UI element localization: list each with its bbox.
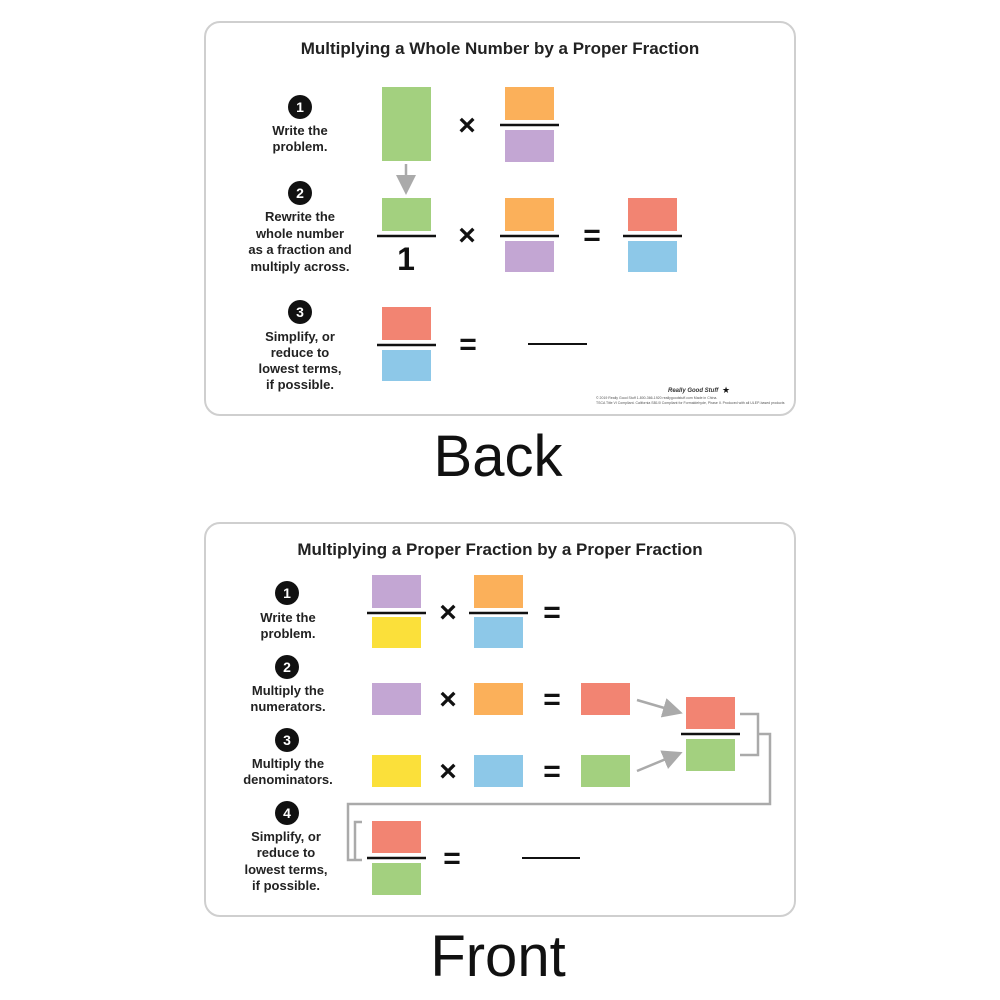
label-text: Rewrite the xyxy=(265,209,335,224)
denominator-box xyxy=(505,241,554,272)
back-step-1: 1 Write the problem. xyxy=(272,95,328,154)
bracket-connector xyxy=(346,732,772,862)
front-step-2: 2 Multiply the numerators. xyxy=(250,655,326,714)
label-text: × xyxy=(439,755,457,788)
color-box xyxy=(686,739,735,771)
equals-sign: = xyxy=(583,219,601,252)
brand-logo: Really Good Stuff xyxy=(668,388,719,394)
label-text: Multiply the xyxy=(252,683,324,698)
color-box xyxy=(581,755,630,787)
color-box xyxy=(581,683,630,715)
label-text: = xyxy=(543,755,561,788)
label-text: denominators. xyxy=(243,772,333,787)
color-box xyxy=(372,617,421,648)
numerator-box xyxy=(628,198,677,231)
label-text: = xyxy=(543,683,561,716)
label-text: Write the xyxy=(260,610,315,625)
label-text: = xyxy=(459,328,477,361)
label-text: problem. xyxy=(261,626,316,641)
label-text: 3 xyxy=(296,304,304,320)
fine-print: TSCA Title VI Compliant. California SB1/… xyxy=(596,401,785,405)
front-card: Multiplying a Proper Fraction by a Prope… xyxy=(204,522,796,917)
color-box xyxy=(372,863,421,895)
front-step-4: 4 Simplify, or reduce to lowest terms, i… xyxy=(244,801,328,893)
label-text: reduce to xyxy=(257,845,316,860)
denominator-box xyxy=(628,241,677,272)
label-text: × xyxy=(439,596,457,629)
label-text: Multiply the xyxy=(252,756,324,771)
label-text: 2 xyxy=(296,185,304,201)
step-number-badge xyxy=(288,300,312,324)
label-text: as a fraction and xyxy=(248,242,351,257)
denominator-box xyxy=(382,350,431,381)
color-box xyxy=(474,575,523,608)
label-text: whole number xyxy=(255,226,344,241)
color-box xyxy=(204,522,796,917)
label-text: Write the xyxy=(272,123,327,138)
label-text: Simplify, or xyxy=(251,829,321,844)
color-box xyxy=(372,821,421,853)
label-text: problem. xyxy=(273,139,328,154)
step-number-badge xyxy=(288,95,312,119)
label-text: = xyxy=(443,842,461,875)
label-text: 2 xyxy=(283,659,291,675)
back-card: Multiplying a Whole Number by a Proper F… xyxy=(204,21,796,416)
step-number-badge xyxy=(288,181,312,205)
label-text: multiply across. xyxy=(251,259,350,274)
back-step-3: 3 Simplify, or reduce to lowest terms, i… xyxy=(258,300,342,392)
color-box xyxy=(474,683,523,715)
step-number-badge xyxy=(275,581,299,605)
color-box xyxy=(686,697,735,729)
front-step-3: 3 Multiply the denominators. xyxy=(243,728,333,787)
label-text: 3 xyxy=(283,732,291,748)
step-number-badge xyxy=(275,655,299,679)
back-title: Multiplying a Whole Number by a Proper F… xyxy=(301,39,700,58)
label-text: × xyxy=(458,219,476,252)
numerator-box xyxy=(505,198,554,231)
label-text: reduce to xyxy=(271,345,330,360)
label-text: = xyxy=(543,596,561,629)
label-text: numerators. xyxy=(250,699,325,714)
label-text: × xyxy=(439,683,457,716)
numerator-box xyxy=(382,198,431,231)
label-text: if possible. xyxy=(266,377,334,392)
front-step-1: 1 Write the problem. xyxy=(260,581,316,641)
times-sign: × xyxy=(458,109,476,142)
label-text: lowest terms, xyxy=(244,862,327,877)
bracket-connector xyxy=(353,820,362,860)
step-number-badge xyxy=(275,801,299,825)
arrow-icon xyxy=(636,698,683,718)
label-text: 4 xyxy=(283,805,291,821)
back-label: Back xyxy=(434,424,564,489)
color-box xyxy=(474,617,523,648)
label-text: lowest terms, xyxy=(258,361,341,376)
color-box xyxy=(372,683,421,715)
label-text: Simplify, or xyxy=(265,329,335,344)
star-icon: ★ xyxy=(722,385,730,395)
whole-number-box xyxy=(382,87,431,161)
back-step-2: 2 Rewrite the whole number as a fraction… xyxy=(248,181,352,274)
arrow-icon xyxy=(636,750,683,773)
label-text: 1 xyxy=(296,99,304,115)
numerator-box xyxy=(382,307,431,340)
front-label: Front xyxy=(430,924,565,989)
label-text: if possible. xyxy=(252,878,320,893)
color-box xyxy=(474,755,523,787)
color-box xyxy=(204,21,796,416)
fine-print: © 2019 Really Good Stuff 1-800-366-1920 … xyxy=(596,396,717,400)
color-box xyxy=(372,575,421,608)
numerator-box xyxy=(505,87,554,120)
label-text: 1 xyxy=(283,585,291,601)
step-number-badge xyxy=(275,728,299,752)
front-title: Multiplying a Proper Fraction by a Prope… xyxy=(297,540,702,559)
denominator-one: 1 xyxy=(397,241,415,277)
color-box xyxy=(372,755,421,787)
denominator-box xyxy=(505,130,554,162)
